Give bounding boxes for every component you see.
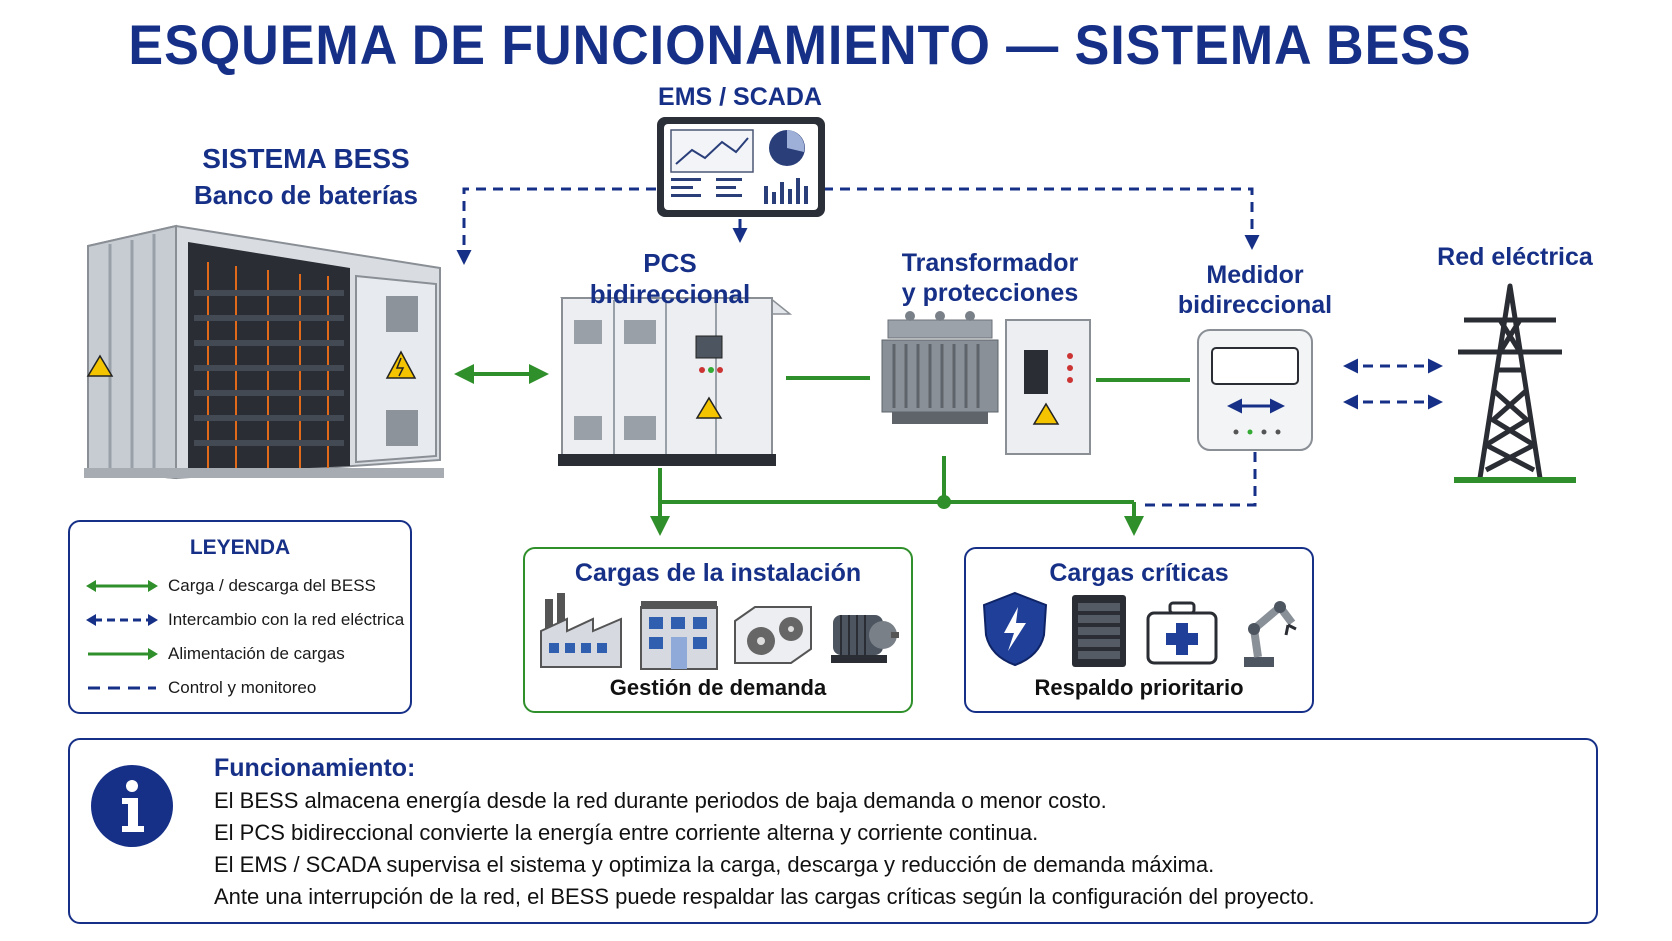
meter-label-1: Medidor xyxy=(1206,261,1304,289)
info-box: Funcionamiento: El BESS almacena energía… xyxy=(68,738,1598,924)
legend-box: LEYENDA Carga / descarga del BESS Interc… xyxy=(68,520,412,714)
green-arrow-icon xyxy=(88,648,158,660)
installation-loads-box: Cargas de la instalación Gestión de dema… xyxy=(523,547,913,713)
load-feeder-lines xyxy=(650,456,1144,536)
loads-footer: Gestión de demanda xyxy=(609,675,827,700)
pcs-cabinet xyxy=(558,297,793,466)
grid-label: Red eléctrica xyxy=(1437,243,1593,271)
legend-label: Carga / descarga del BESS xyxy=(168,576,376,595)
meter-label-2: bidireccional xyxy=(1177,291,1333,319)
legend-label: Intercambio con la red eléctrica xyxy=(168,610,405,629)
server-rack-icon xyxy=(1072,595,1126,667)
green-double-arrow-icon xyxy=(86,580,158,592)
bidirectional-meter xyxy=(1197,329,1313,451)
info-title: Funcionamiento: xyxy=(214,754,416,782)
info-line: Ante una interrupción de la red, el BESS… xyxy=(214,884,1315,909)
robot-arm-icon xyxy=(1244,601,1297,667)
building-icon xyxy=(640,601,718,670)
info-icon xyxy=(91,765,173,847)
transformer-label-2: y protecciones xyxy=(901,279,1079,307)
legend-item-grid-exchange: Intercambio con la red eléctrica xyxy=(86,606,404,634)
loads-title: Cargas de la instalación xyxy=(574,559,862,587)
legend-item-charge: Carga / descarga del BESS xyxy=(86,572,376,600)
blue-dashed-double-arrow-icon xyxy=(86,614,158,626)
legend-label: Control y monitoreo xyxy=(168,678,317,697)
factory-icon xyxy=(540,593,622,668)
motor-icon xyxy=(831,615,899,663)
hvac-icon xyxy=(734,606,812,664)
shield-bolt-icon xyxy=(982,591,1048,667)
bess-title: SISTEMA BESS xyxy=(202,143,410,174)
transformer xyxy=(881,311,1091,455)
critical-footer: Respaldo prioritario xyxy=(1034,675,1244,700)
legend-label: Alimentación de cargas xyxy=(168,644,345,663)
info-line: El EMS / SCADA supervisa el sistema y op… xyxy=(214,852,1215,877)
ems-label: EMS / SCADA xyxy=(658,83,822,111)
info-line: El BESS almacena energía desde la red du… xyxy=(214,788,1107,813)
info-line: El PCS bidireccional convierte la energí… xyxy=(214,820,1039,845)
grid-exchange-arrows xyxy=(1343,358,1443,410)
legend-item-load-supply: Alimentación de cargas xyxy=(86,640,345,668)
page-title: ESQUEMA DE FUNCIONAMIENTO — SISTEMA BESS xyxy=(128,13,1472,76)
medical-kit-icon xyxy=(1146,601,1218,665)
critical-title: Cargas críticas xyxy=(1049,559,1229,587)
blue-dashed-line-icon xyxy=(88,686,156,690)
critical-loads-box: Cargas críticas Respaldo prioritario xyxy=(964,547,1314,713)
control-lines xyxy=(456,187,1260,507)
transmission-tower xyxy=(1454,283,1576,483)
legend-title: LEYENDA xyxy=(189,536,291,559)
transformer-label-1: Transformador xyxy=(901,249,1079,277)
legend-item-control: Control y monitoreo xyxy=(86,674,316,702)
ems-monitor xyxy=(657,117,825,217)
bess-subtitle: Banco de baterías xyxy=(194,180,418,210)
pcs-label: PCS bidireccional xyxy=(589,248,751,310)
bess-container xyxy=(84,224,444,480)
